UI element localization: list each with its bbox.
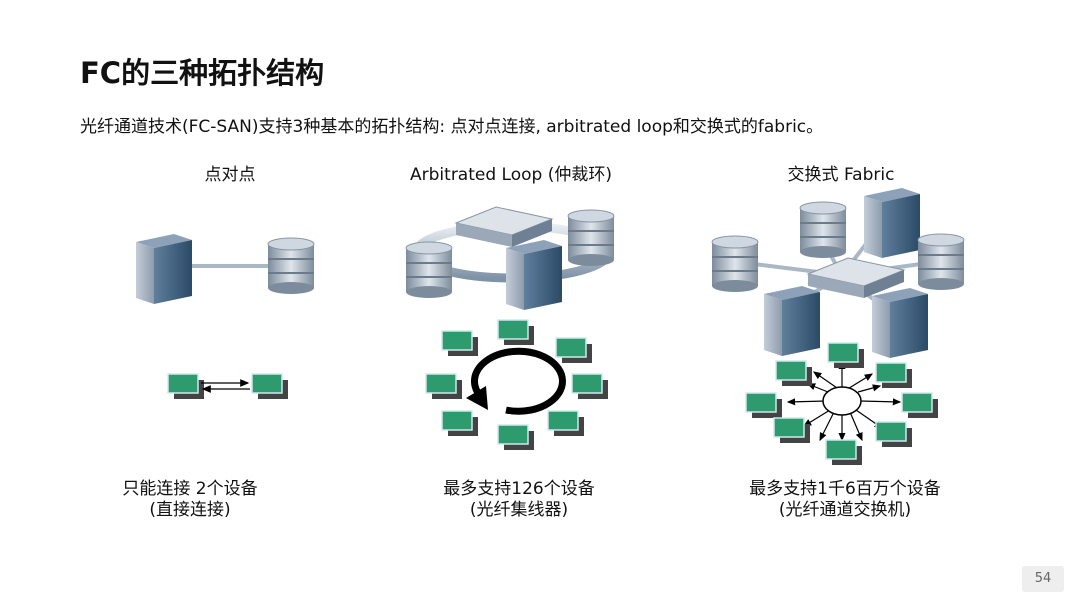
fabric-node-icon (875, 421, 913, 448)
loop-caption: 最多支持126个设备 (光纤集线器) (389, 479, 649, 521)
fabric-node-icon (773, 417, 811, 444)
p2p-node-icon (251, 373, 289, 400)
p2p-nodes (167, 373, 289, 400)
loop-node-icon (497, 424, 535, 451)
fabric-node-icon (775, 360, 813, 387)
fabric-node-icon (745, 392, 783, 419)
loop-circle-arrow (471, 347, 566, 415)
fabric-node-icon (827, 342, 865, 369)
server-icon (506, 240, 562, 310)
loop-caption-line2: (光纤集线器) (469, 500, 569, 520)
fabric-node-icon (901, 392, 939, 419)
p2p-heading: 点对点 (204, 165, 256, 185)
server-icon (872, 288, 928, 358)
loop-caption-line1: 最多支持126个设备 (443, 479, 595, 499)
fabric-hardware (711, 188, 965, 358)
server-icon (864, 188, 920, 258)
fabric-node-icon (875, 362, 913, 389)
p2p-caption-line2: (直接连接) (149, 500, 231, 520)
loop-node-icon (547, 410, 585, 437)
page-title: FC的三种拓扑结构 (80, 56, 325, 90)
loop-node-icon (425, 373, 463, 400)
loop-node-icon (441, 410, 479, 437)
fabric-nodes (745, 342, 939, 466)
loop-nodes (425, 319, 609, 451)
fabric-caption: 最多支持1千6百万个设备 (光纤通道交换机) (715, 479, 975, 521)
fabric-node-icon (825, 439, 863, 466)
disk-array-icon (799, 201, 847, 259)
disk-array-icon (711, 235, 759, 293)
disk-array-icon (267, 237, 315, 295)
loop-node-icon (571, 373, 609, 400)
fabric-heading: 交换式 Fabric (787, 165, 895, 185)
loop-arrowhead (466, 386, 488, 410)
loop-hardware (405, 206, 615, 310)
loop-node-icon (497, 319, 535, 346)
loop-node-icon (555, 337, 593, 364)
disk-array-icon (405, 241, 453, 299)
switch-icon (807, 257, 905, 299)
p2p-caption: 只能连接 2个设备 (直接连接) (60, 479, 320, 521)
loop-node-icon (441, 330, 479, 357)
fabric-switch-hub (822, 386, 862, 416)
page-number: 54 (1022, 566, 1064, 592)
fabric-caption-line2: (光纤通道交换机) (778, 500, 912, 520)
disk-array-icon (567, 209, 615, 267)
p2p-hardware (136, 234, 315, 304)
p2p-node-icon (167, 373, 205, 400)
fabric-caption-line1: 最多支持1千6百万个设备 (749, 479, 941, 499)
hub-icon (455, 206, 553, 248)
server-icon (764, 286, 820, 356)
server-icon (136, 234, 192, 304)
page-subtitle: 光纤通道技术(FC-SAN)支持3种基本的拓扑结构: 点对点连接, arbitr… (80, 117, 824, 137)
p2p-caption-line1: 只能连接 2个设备 (122, 479, 258, 499)
loop-heading: Arbitrated Loop (仲裁环) (410, 165, 612, 185)
disk-array-icon (917, 233, 965, 291)
